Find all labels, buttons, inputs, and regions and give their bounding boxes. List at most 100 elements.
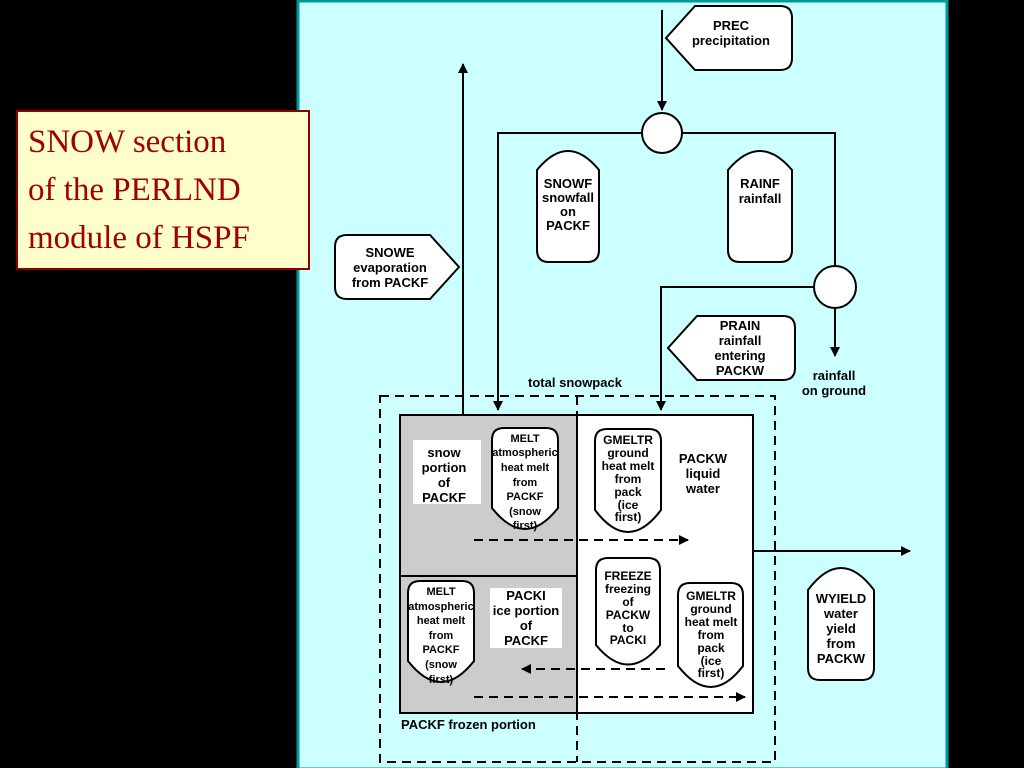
snow-portion-sublabel-1: portion (422, 460, 467, 475)
title-line-2: of the PERLND (28, 172, 241, 208)
total-snowpack-label: total snowpack (528, 375, 623, 390)
wyield-sublabel-1: water (823, 606, 858, 621)
snowe-sublabel-2: from PACKF (352, 275, 428, 290)
packw-label: PACKW (679, 451, 728, 466)
gmeltr-top-sublabel-3: from (615, 472, 642, 486)
melt-top-label: MELT (510, 433, 539, 445)
wyield-label: WYIELD (816, 591, 867, 606)
melt-top-sublabel-1: atmospheric (492, 447, 557, 459)
snowe-sublabel-1: evaporation (353, 260, 427, 275)
gmeltr-top-node (594, 428, 662, 533)
prain-node (666, 315, 796, 381)
prec-label: PREC (713, 18, 750, 33)
gmeltr-top-label: GMELTR (603, 433, 653, 447)
packi-sublabel-1: ice portion (493, 603, 560, 618)
rainf-sublabel: rainfall (739, 191, 782, 206)
prain-sublabel-2: entering (714, 348, 765, 363)
wyield-sublabel-3: from (827, 636, 856, 651)
melt-bottom-label: MELT (426, 586, 455, 598)
snowf-sublabel-2: on (560, 204, 576, 219)
melt-top-sublabel-3: from (513, 477, 538, 489)
gmeltr-bottom-sublabel-6: first) (698, 666, 725, 680)
packi-sublabel-3: PACKF (504, 633, 548, 648)
title-line-1: SNOW section (28, 124, 227, 160)
snow-portion-sublabel-2: of (438, 475, 451, 490)
snow-portion-label: snow (427, 445, 461, 460)
snowf-node (536, 150, 600, 263)
melt-top-sublabel-5: (snow (509, 506, 541, 518)
melt-top-node (491, 427, 559, 530)
snowf-sublabel-1: snowfall (542, 190, 594, 205)
rainfall-flow-line (682, 132, 836, 266)
packw-sublabel-1: liquid (686, 466, 721, 481)
snow-portion-box (413, 440, 481, 504)
title-box: SNOW section of the PERLND module of HSP… (16, 110, 310, 270)
freeze-sublabel-4: to (622, 621, 633, 635)
packi-box (490, 588, 562, 648)
prec-node (664, 5, 793, 71)
prain-sublabel-3: PACKW (716, 363, 765, 378)
gmeltr-bottom-sublabel-1: ground (690, 602, 731, 616)
snowe-node (334, 234, 461, 300)
freeze-label: FREEZE (604, 569, 651, 583)
melt-bottom-sublabel-2: heat melt (417, 615, 466, 627)
melt-bottom-sublabel-5: (snow (425, 659, 457, 671)
melt-top-sublabel-6: first) (513, 520, 538, 532)
melt-bottom-sublabel-1: atmospheric (408, 601, 473, 613)
gmeltr-bottom-label: GMELTR (686, 589, 736, 603)
snow-portion-sublabel-3: PACKF (422, 490, 466, 505)
wyield-sublabel-4: PACKW (817, 651, 866, 666)
gmeltr-bottom-sublabel-2: heat melt (685, 615, 738, 629)
rainfall-ground-sublabel: on ground (802, 383, 866, 398)
gmeltr-top-sublabel-2: heat melt (602, 459, 655, 473)
snowf-label: SNOWF (544, 176, 592, 191)
melt-bottom-sublabel-6: first) (429, 674, 454, 686)
gmeltr-top-sublabel-6: first) (615, 510, 642, 524)
wyield-node (807, 567, 875, 681)
packw-sublabel-2: water (685, 481, 720, 496)
rainf-label: RAINF (740, 176, 780, 191)
gmeltr-bottom-sublabel-4: pack (697, 641, 725, 655)
rainf-node (727, 150, 793, 263)
freeze-sublabel-3: PACKW (606, 608, 651, 622)
prain-flow-arrow (656, 286, 814, 411)
gmeltr-top-sublabel-5: (ice (618, 498, 639, 512)
melt-bottom-node (407, 580, 475, 683)
gmeltr-top-sublabel-1: ground (607, 446, 648, 460)
freeze-sublabel-2: of (622, 595, 634, 609)
gmeltr-top-sublabel-4: pack (614, 485, 642, 499)
rainfall-ground-label: rainfall (813, 368, 856, 383)
packi-label: PACKI (506, 588, 545, 603)
freeze-sublabel-1: freezing (605, 582, 651, 596)
melt-top-sublabel-4: PACKF (506, 491, 543, 503)
prec-sublabel: precipitation (692, 33, 770, 48)
gmeltr-bottom-sublabel-5: (ice (701, 654, 722, 668)
snowe-label: SNOWE (365, 245, 414, 260)
rain-junction (813, 265, 857, 309)
gmeltr-bottom-sublabel-3: from (698, 628, 725, 642)
freeze-node (595, 557, 661, 666)
wyield-sublabel-2: yield (826, 621, 856, 636)
gmeltr-bottom-node (677, 582, 744, 688)
title-line-3: module of HSPF (28, 220, 250, 256)
melt-top-sublabel-2: heat melt (501, 462, 550, 474)
prain-label: PRAIN (720, 318, 760, 333)
snowf-sublabel-3: PACKF (546, 218, 590, 233)
snowfall-flow-arrow (493, 132, 642, 411)
melt-bottom-sublabel-3: from (429, 630, 454, 642)
